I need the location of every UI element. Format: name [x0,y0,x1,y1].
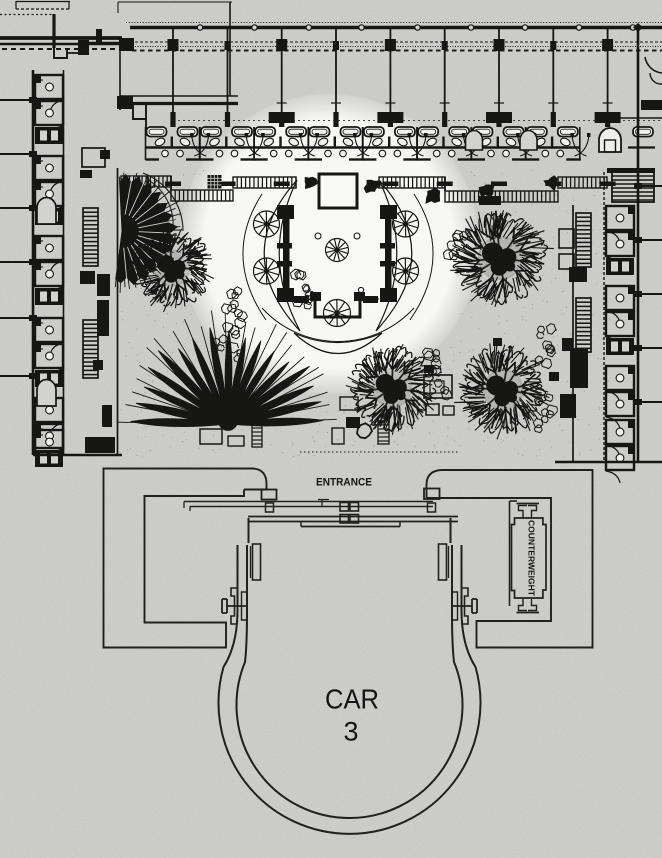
svg-text:COUNTERWEIGHT: COUNTERWEIGHT [527,520,537,597]
svg-text:ENTRANCE: ENTRANCE [316,476,372,488]
svg-text:3: 3 [343,717,358,747]
svg-text:CAR: CAR [325,684,379,715]
